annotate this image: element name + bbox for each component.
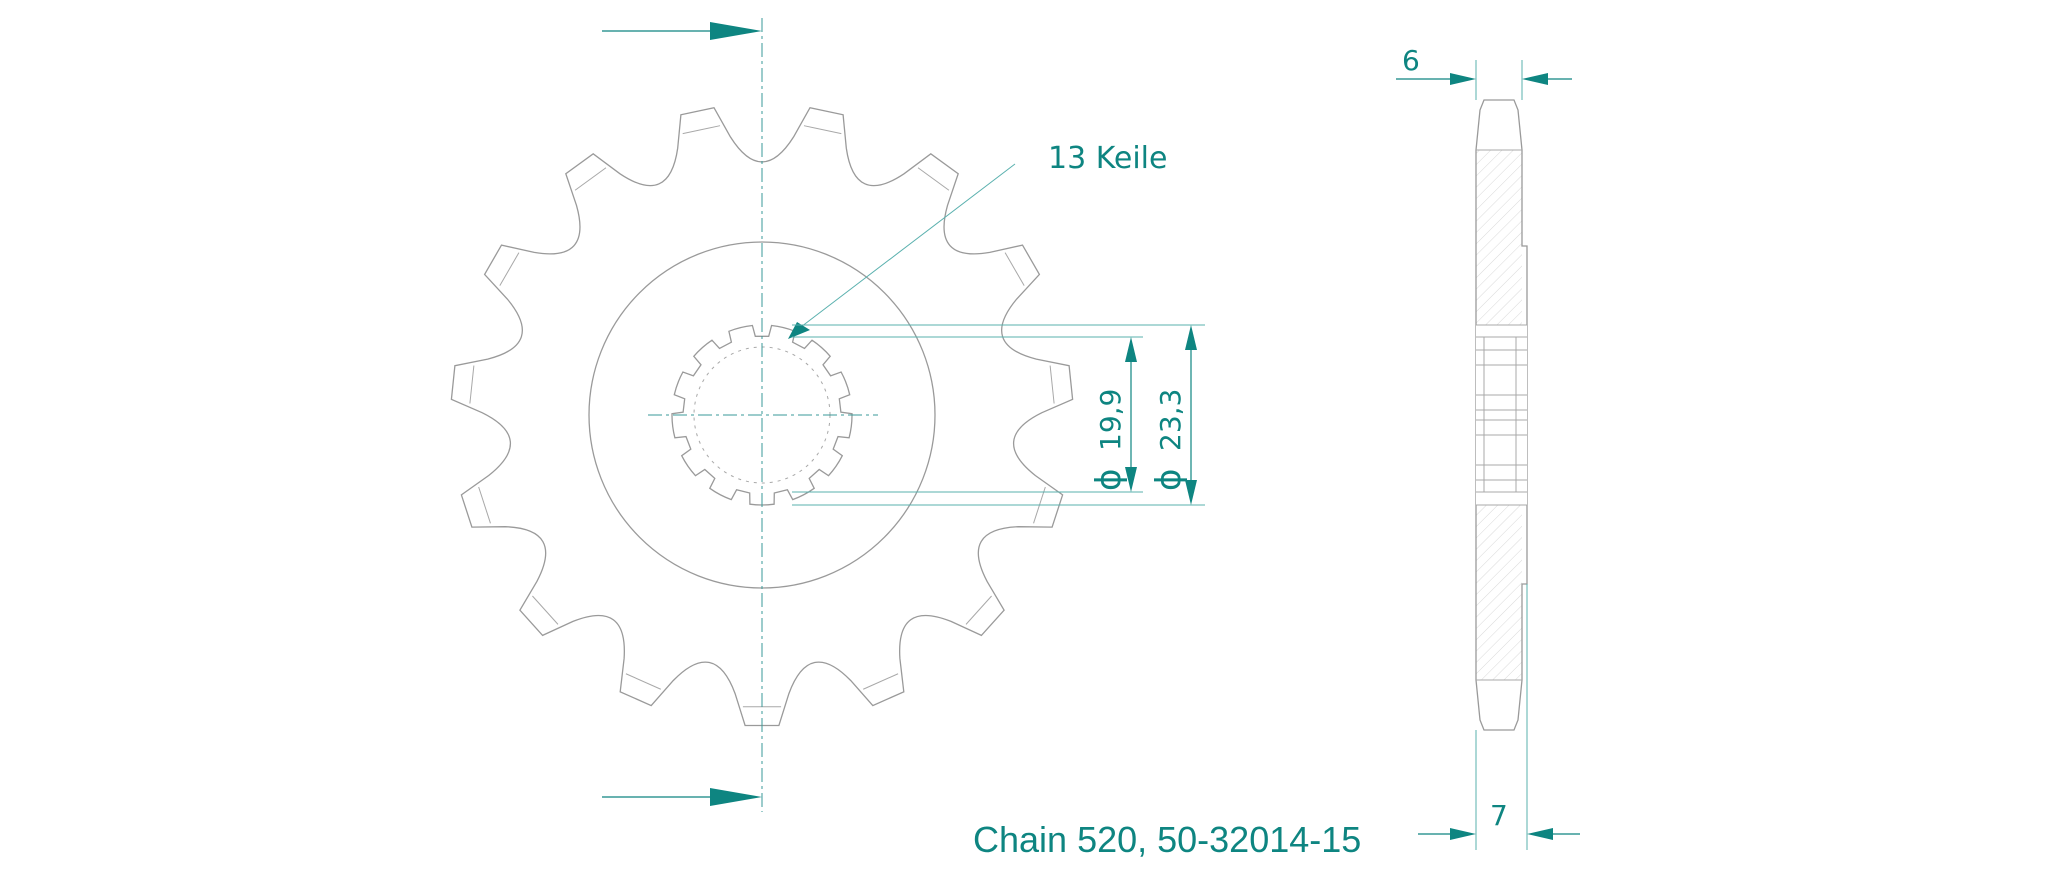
tooth-chamfer	[803, 125, 842, 135]
part-caption: Chain 520, 50-32014-15	[973, 819, 1361, 860]
spline-count-label: 13 Keile	[1048, 141, 1167, 176]
inner-diameter-text: ϕ 19,9	[1089, 389, 1129, 491]
tooth-chamfer	[499, 252, 520, 286]
tooth-chamfer	[1004, 252, 1025, 286]
tooth-chamfer	[1049, 365, 1055, 404]
outer-diameter-text: ϕ 23,3	[1149, 389, 1189, 491]
inner-diameter-symbol: ϕ	[1089, 469, 1129, 491]
section-arrow-top	[602, 22, 762, 40]
sprocket-side-view	[1475, 99, 1528, 731]
tooth-chamfer	[532, 595, 559, 625]
tooth-chamfer	[469, 365, 475, 404]
outer-diameter-value: 23,3	[1154, 389, 1187, 451]
dim-outer-diameter-line	[1185, 325, 1197, 505]
dim-width-bottom	[1418, 584, 1580, 850]
spline-count-leader	[788, 163, 1016, 339]
tooth-chamfer	[625, 673, 661, 690]
dim-width-top	[1396, 60, 1572, 100]
tooth-chamfer	[917, 167, 950, 191]
dim-inner-diameter-line	[1125, 337, 1137, 492]
side-view-spline	[1476, 324, 1527, 506]
tooth-chamfer	[965, 595, 992, 625]
tooth-chamfer	[863, 673, 899, 690]
sprocket-front-view	[450, 106, 1074, 727]
tooth-chamfer	[682, 125, 721, 135]
width-bottom-label: 7	[1490, 799, 1508, 832]
outer-diameter-symbol: ϕ	[1149, 469, 1189, 491]
diameter-extension-lines	[792, 324, 1205, 506]
section-arrow-bottom	[602, 788, 762, 806]
tooth-chamfer	[574, 167, 607, 191]
tooth-chamfer	[478, 486, 491, 524]
inner-diameter-value: 19,9	[1094, 389, 1127, 451]
width-top-label: 6	[1402, 44, 1420, 77]
